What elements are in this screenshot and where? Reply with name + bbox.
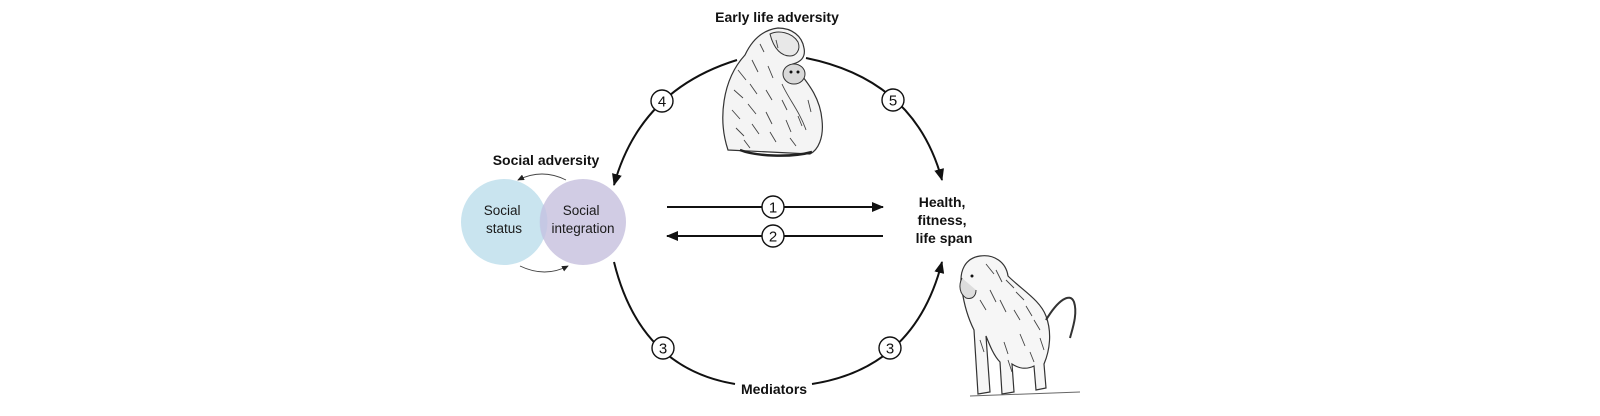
social-status-circle: [461, 179, 547, 265]
pathway-badge-5: 5: [881, 88, 905, 112]
social-adversity-label: Social adversity: [493, 152, 600, 168]
pathway-badge-3-right: 3: [878, 336, 902, 360]
early-life-label: Early life adversity: [715, 9, 839, 25]
pathway-badge-3-left: 3: [651, 336, 675, 360]
svg-text:3: 3: [886, 341, 894, 358]
arc-5: [805, 57, 944, 181]
social-status-label: Social status: [484, 203, 525, 236]
svg-text:1: 1: [769, 200, 777, 217]
arc-3-right: [811, 261, 945, 385]
feedback-arrow-top: [517, 173, 567, 181]
svg-text:2: 2: [769, 229, 777, 246]
baboon-illustration: [959, 255, 1081, 397]
social-integration-label: Social integration: [551, 203, 614, 236]
health-label: Health, fitness, life span: [916, 194, 973, 246]
svg-text:3: 3: [659, 341, 667, 358]
mediators-label: Mediators: [741, 381, 807, 397]
svg-text:5: 5: [889, 93, 897, 110]
social-integration-circle: [540, 179, 626, 265]
svg-text:4: 4: [658, 94, 666, 111]
feedback-arrow-bottom: [519, 265, 569, 273]
overlap-tint: [539, 204, 548, 240]
pathway-badge-2: 2: [761, 224, 785, 248]
pathway-badge-1: 1: [761, 195, 785, 219]
pathway-badge-4: 4: [650, 89, 674, 113]
arc-4: [612, 59, 738, 186]
mother-infant-monkey-illustration: [722, 27, 823, 157]
arc-3-left: [613, 261, 736, 385]
